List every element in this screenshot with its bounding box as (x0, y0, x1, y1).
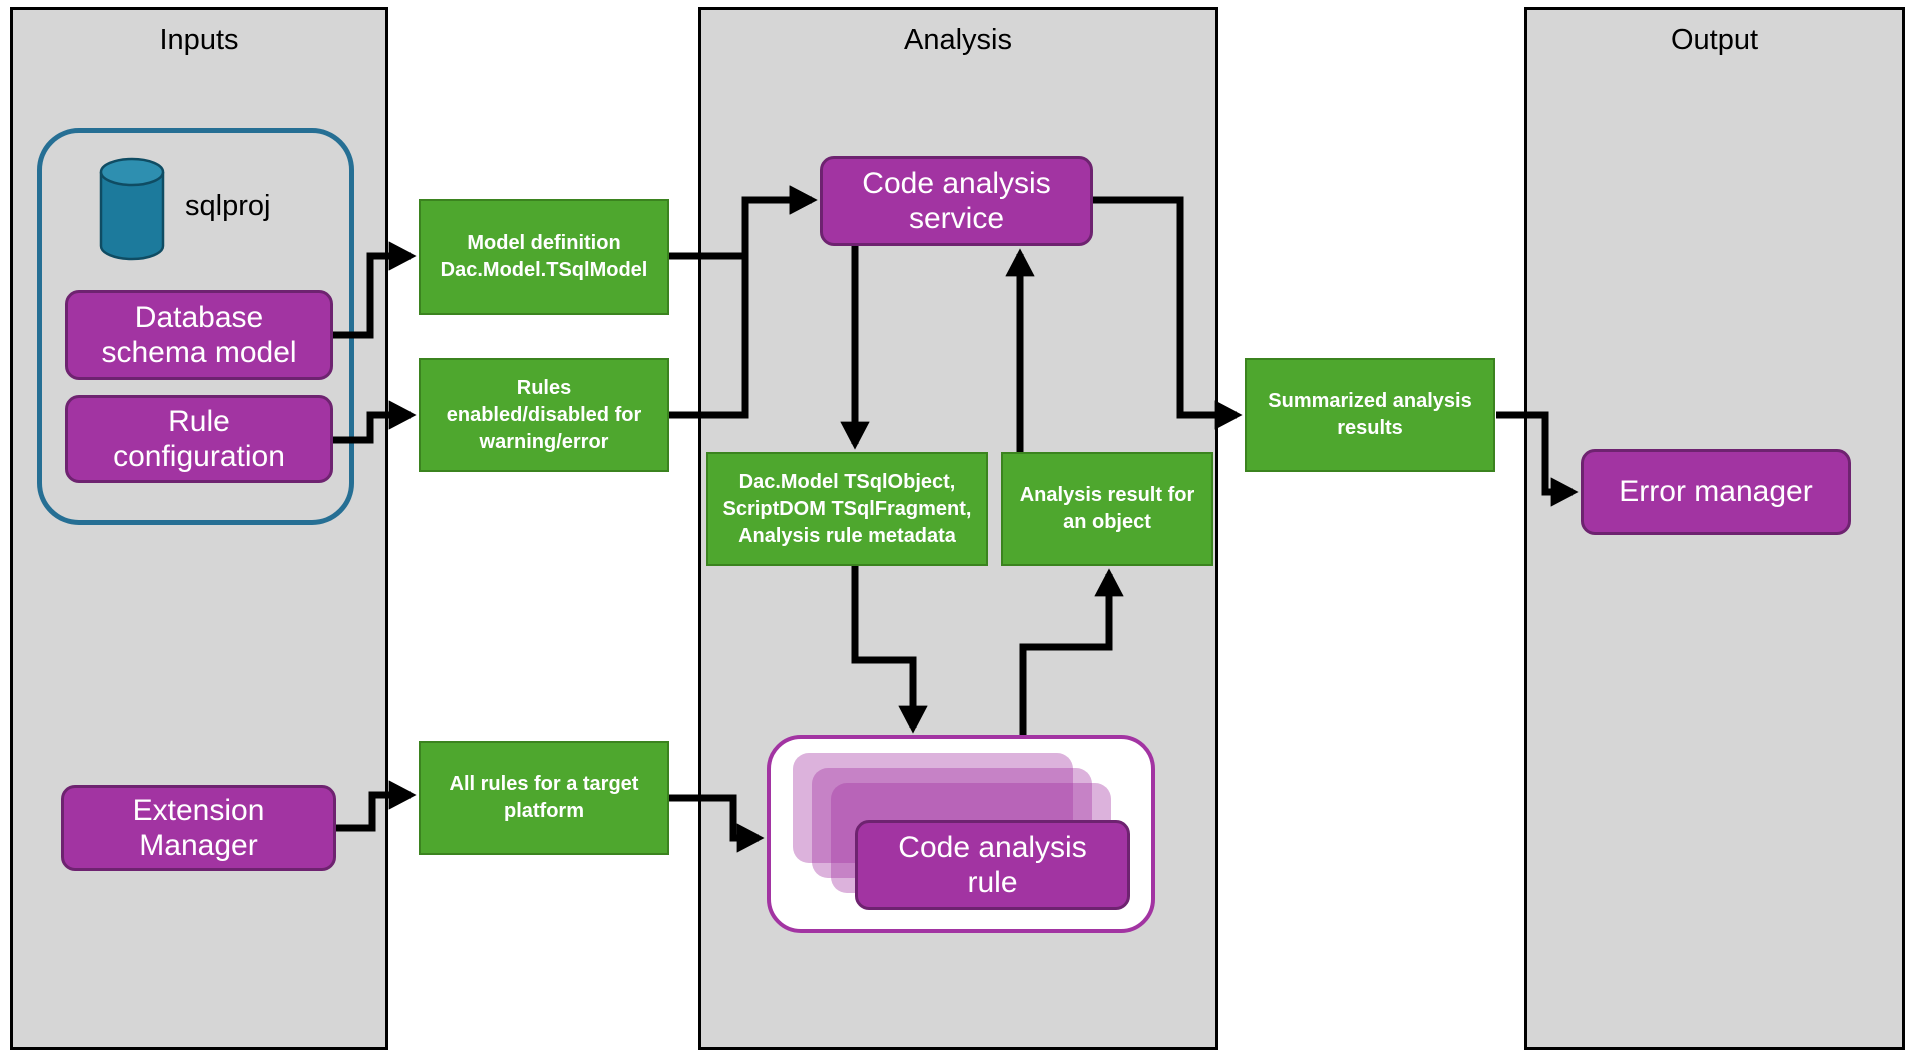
error-manager-node: Error manager (1581, 449, 1851, 535)
all-rules-flow: All rules for a target platform (419, 741, 669, 855)
database-schema-model-node: Database schema model (65, 290, 333, 380)
summarized-results-flow: Summarized analysis results (1245, 358, 1495, 472)
rule-configuration-node: Rule configuration (65, 395, 333, 483)
rules-enabled-flow: Rules enabled/disabled for warning/error (419, 358, 669, 472)
analysis-panel-title: Analysis (904, 24, 1012, 56)
extension-manager-node: Extension Manager (61, 785, 336, 871)
object-metadata-flow: Dac.Model TSqlObject, ScriptDOM TSqlFrag… (706, 452, 988, 566)
code-analysis-service-node: Code analysis service (820, 156, 1093, 246)
output-panel-title: Output (1670, 24, 1759, 56)
inputs-panel-title: Inputs (159, 24, 239, 56)
code-analysis-rule-node: Code analysis rule (855, 820, 1130, 910)
model-definition-flow: Model definition Dac.Model.TSqlModel (419, 199, 669, 315)
database-cylinder-icon (99, 157, 165, 261)
inputs-panel: Inputs (10, 7, 388, 1050)
sqlproj-label: sqlproj (185, 190, 271, 222)
analysis-result-flow: Analysis result for an object (1001, 452, 1213, 566)
